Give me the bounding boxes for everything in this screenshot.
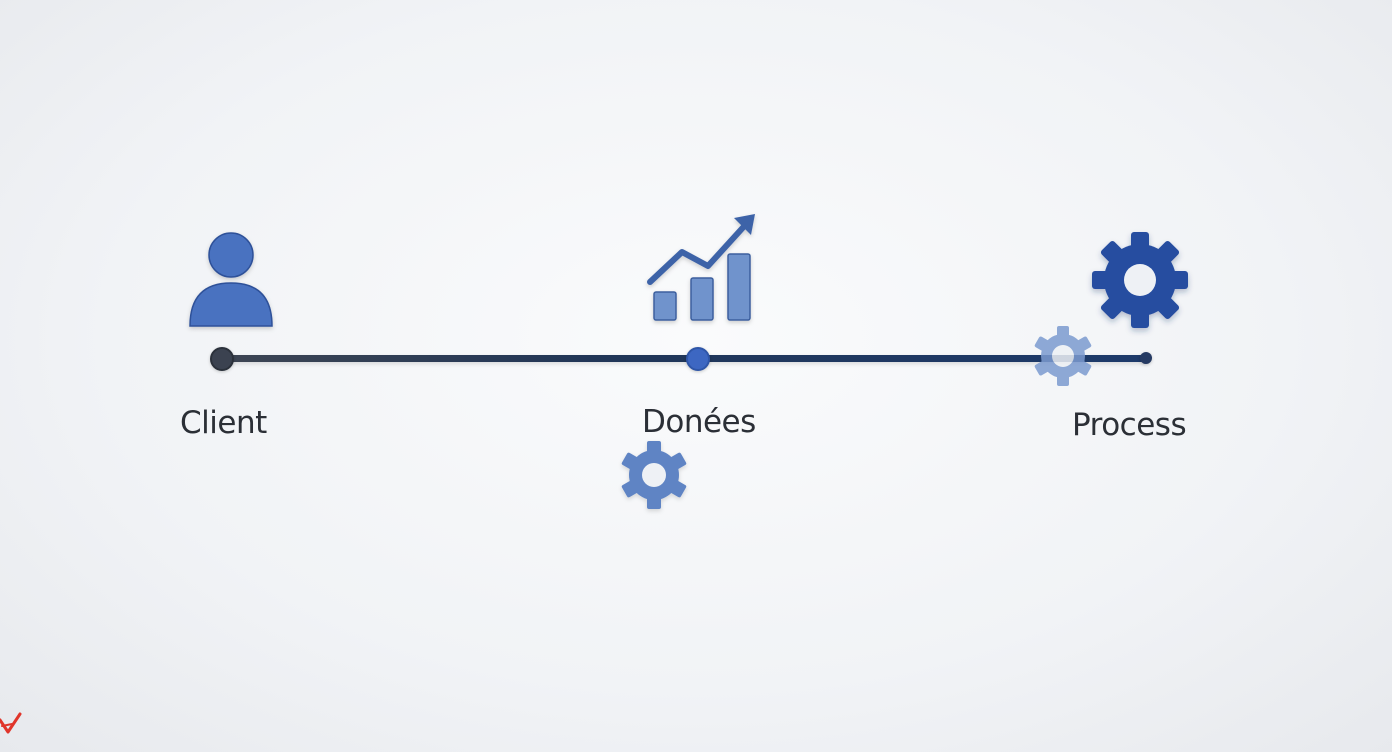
- gear-icon: [618, 439, 690, 511]
- gear-icon: [1090, 230, 1190, 330]
- gear-icon: [1032, 324, 1094, 388]
- timeline-node-donnees: [686, 347, 710, 371]
- timeline-node-process: [1140, 352, 1152, 364]
- step-label-process: Process: [1072, 407, 1187, 443]
- step-label-client: Client: [180, 405, 267, 441]
- growth-chart-icon: [644, 210, 760, 326]
- watermark-logo-icon: [0, 712, 22, 736]
- timeline-line: [222, 355, 1147, 362]
- timeline-node-client: [210, 347, 234, 371]
- step-label-donnees: Donées: [642, 404, 756, 440]
- person-icon: [186, 231, 276, 329]
